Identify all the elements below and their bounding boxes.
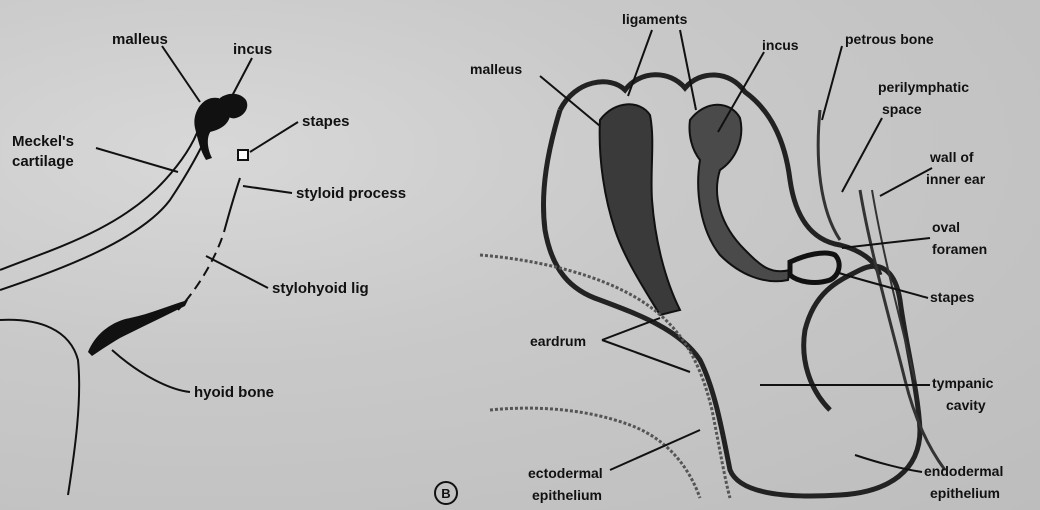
label-tympanic-1: tympanic xyxy=(932,375,994,391)
stylohyoid-ligament xyxy=(178,238,222,310)
leader-hyoid xyxy=(112,350,190,392)
label-hyoid-bone: hyoid bone xyxy=(194,384,274,401)
label-petrous-bone: petrous bone xyxy=(845,31,934,47)
leader-inner-wall xyxy=(880,168,932,196)
malleus-ossicle xyxy=(600,104,680,315)
leader-perilymph xyxy=(842,118,882,192)
label-endodermal-2: epithelium xyxy=(930,485,1000,501)
label-stapes-right: stapes xyxy=(930,289,975,305)
svg-text:B: B xyxy=(441,486,450,501)
label-perilymphatic-2: space xyxy=(882,101,922,117)
leader-petrous xyxy=(822,46,842,120)
pharynx-outline xyxy=(0,320,79,495)
label-ectodermal-2: epithelium xyxy=(532,487,602,503)
leader-stylohyoid xyxy=(206,256,268,288)
leader-meckels xyxy=(96,148,178,172)
label-styloid-process: styloid process xyxy=(296,185,406,202)
tympanic-outer-wall xyxy=(543,110,920,496)
label-wall-inner-ear-1: wall of xyxy=(929,149,974,165)
label-endodermal-1: endodermal xyxy=(924,463,1003,479)
label-meckels-2: cartilage xyxy=(12,153,74,170)
label-tympanic-2: cavity xyxy=(946,397,986,413)
label-malleus-right: malleus xyxy=(470,61,522,77)
label-incus-left: incus xyxy=(233,41,272,58)
label-oval-2: foramen xyxy=(932,241,987,257)
eardrum-membrane xyxy=(480,255,730,498)
label-wall-inner-ear-2: inner ear xyxy=(926,171,986,187)
leader-malleus xyxy=(162,46,200,102)
stapes-shape xyxy=(238,150,248,160)
leader-ligaments-1 xyxy=(628,30,652,96)
hyoid-bone xyxy=(88,300,188,356)
label-stylohyoid-lig: stylohyoid lig xyxy=(272,280,369,297)
leader-ectodermal xyxy=(610,430,700,470)
leader-styloid xyxy=(243,186,292,193)
leader-ligaments-2 xyxy=(680,30,696,110)
label-stapes-left: stapes xyxy=(302,113,350,130)
ectodermal-line xyxy=(490,408,700,498)
label-incus-right: incus xyxy=(762,37,799,53)
stapes-ossicle xyxy=(790,253,839,283)
label-ligaments: ligaments xyxy=(622,11,688,27)
leader-eardrum-1 xyxy=(602,318,660,340)
leader-stapes xyxy=(250,122,298,152)
leader-eardrum-2 xyxy=(602,340,690,372)
panel-label: B xyxy=(435,482,457,504)
label-malleus-left: malleus xyxy=(112,31,168,48)
leader-oval xyxy=(842,238,930,248)
label-eardrum: eardrum xyxy=(530,333,586,349)
label-ectodermal-1: ectodermal xyxy=(528,465,603,481)
leader-incus xyxy=(232,58,252,96)
petrous-bone-line xyxy=(818,110,840,240)
styloid-process xyxy=(224,178,240,232)
label-perilymphatic-1: perilymphatic xyxy=(878,79,969,95)
left-panel: malleus incus stapes Meckel's cartilage … xyxy=(0,31,406,495)
label-meckels-1: Meckel's xyxy=(12,133,74,150)
label-oval-1: oval xyxy=(932,219,960,235)
right-panel: ligaments malleus incus petrous bone per… xyxy=(470,11,1003,503)
